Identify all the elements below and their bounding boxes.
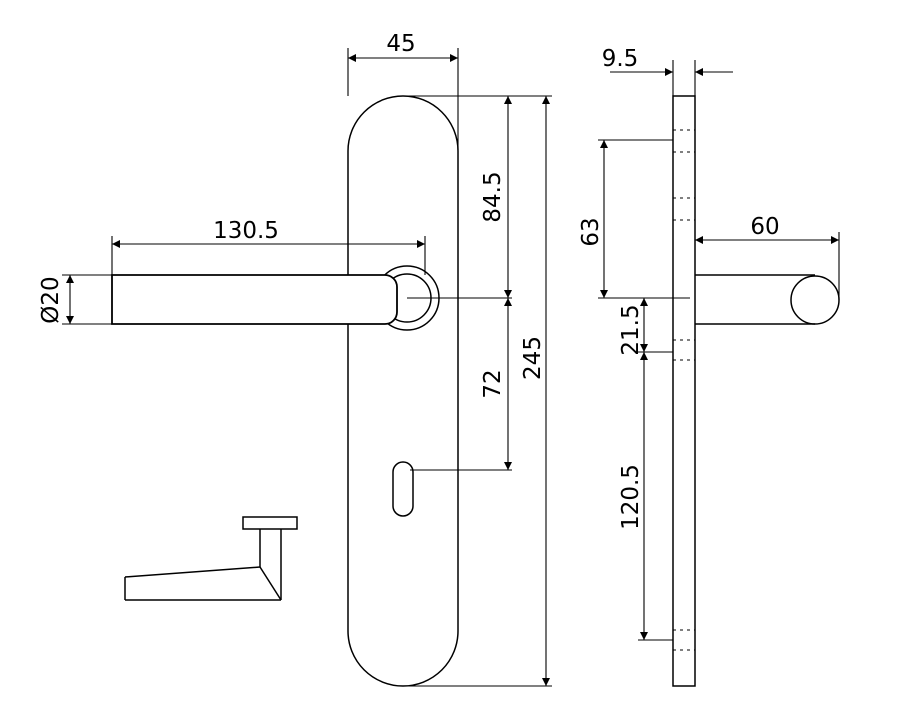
keyhole: [392, 461, 414, 517]
label-plate-width: 45: [386, 31, 415, 57]
label-lower-spacing: 120.5: [618, 464, 644, 530]
plate-side: [672, 95, 696, 687]
label-lever-projection: 60: [750, 214, 779, 240]
lever-perspective-sketch: [124, 516, 298, 601]
side-view: 9.5 63 60 21.5 120.5: [578, 46, 840, 687]
label-plate-thickness: 9.5: [602, 46, 639, 72]
label-upper-spacing: 63: [578, 217, 604, 246]
front-view: 45 130.5 84.5 72 245 Ø20: [38, 31, 552, 687]
lever-bar: [111, 274, 398, 325]
label-offset: 21.5: [618, 304, 644, 355]
label-lever-diameter: Ø20: [38, 276, 64, 323]
label-lever-to-keyhole: 72: [480, 369, 506, 398]
label-plate-height: 245: [520, 336, 546, 380]
label-lever-length: 130.5: [213, 218, 279, 244]
label-top-to-lever: 84.5: [480, 171, 506, 222]
back-plate: [347, 95, 459, 687]
lever-end: [790, 275, 840, 325]
